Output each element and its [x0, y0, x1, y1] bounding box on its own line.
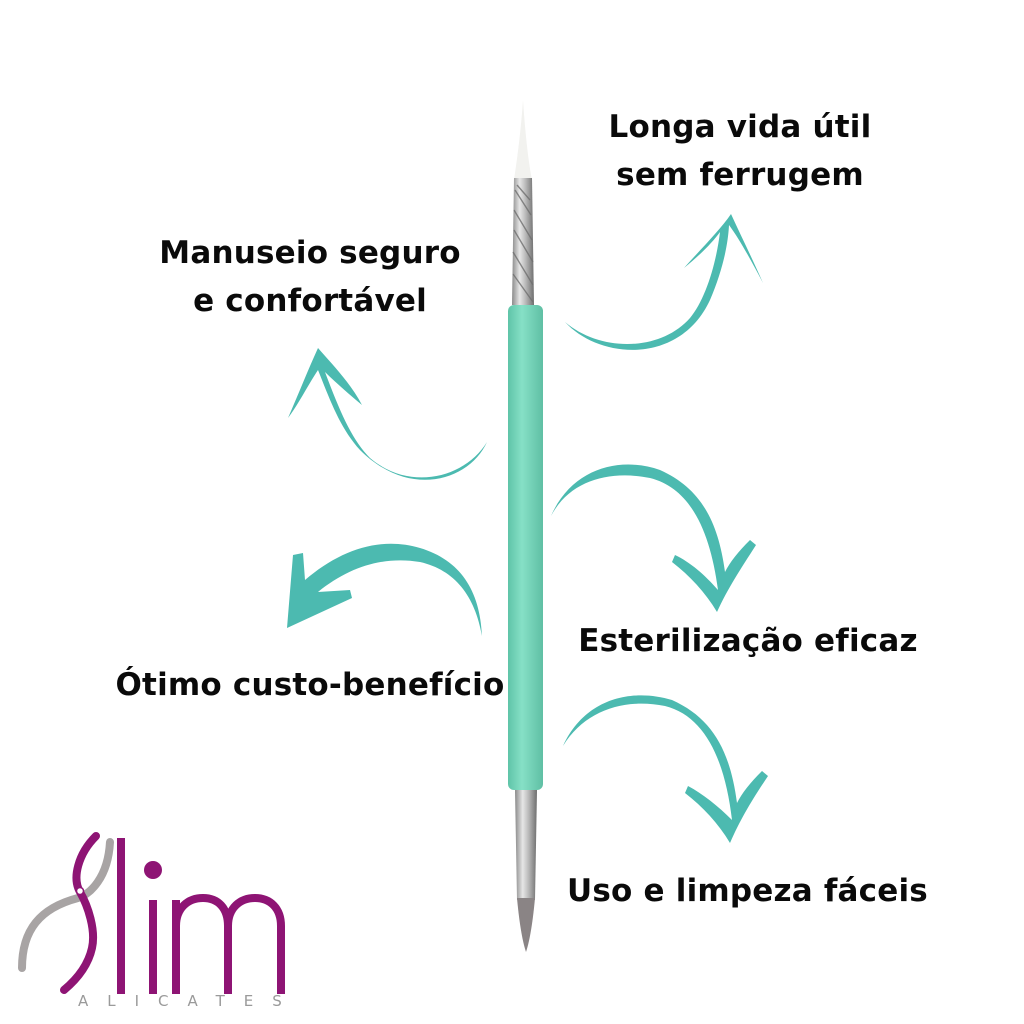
- tool-bottom-shaft: [515, 790, 537, 900]
- feature-longevity-line1: Longa vida útil: [608, 109, 872, 145]
- feature-handling: Manuseio seguro e confortável: [145, 229, 475, 325]
- feature-cleaning-line1: Uso e limpeza fáceis: [567, 873, 928, 909]
- tool-top-tip: [514, 100, 532, 180]
- tool-twisted-shaft: [512, 178, 534, 305]
- feature-cost: Ótimo custo-benefício: [115, 661, 505, 709]
- logo-letter-m: [172, 893, 285, 994]
- logo-plier-gray-arm: [18, 838, 114, 972]
- feature-cost-line1: Ótimo custo-benefício: [115, 667, 505, 703]
- logo-letter-l: [117, 838, 125, 994]
- feature-sterilization-line1: Esterilização eficaz: [578, 623, 918, 659]
- tool-bottom-tip: [517, 898, 535, 952]
- logo-plier-purple-arm: [60, 832, 100, 994]
- feature-handling-line1: Manuseio seguro: [159, 235, 461, 271]
- feature-longevity: Longa vida útil sem ferrugem: [590, 103, 890, 199]
- feature-sterilization: Esterilização eficaz: [578, 617, 918, 665]
- feature-handling-line2: e confortável: [193, 283, 427, 319]
- brand-logo: [18, 832, 285, 994]
- brand-subtitle: ALICATES: [78, 992, 301, 1010]
- logo-letter-i: [149, 900, 157, 994]
- tool-handle: [508, 305, 543, 790]
- feature-cleaning: Uso e limpeza fáceis: [565, 867, 930, 915]
- feature-longevity-line2: sem ferrugem: [616, 157, 864, 193]
